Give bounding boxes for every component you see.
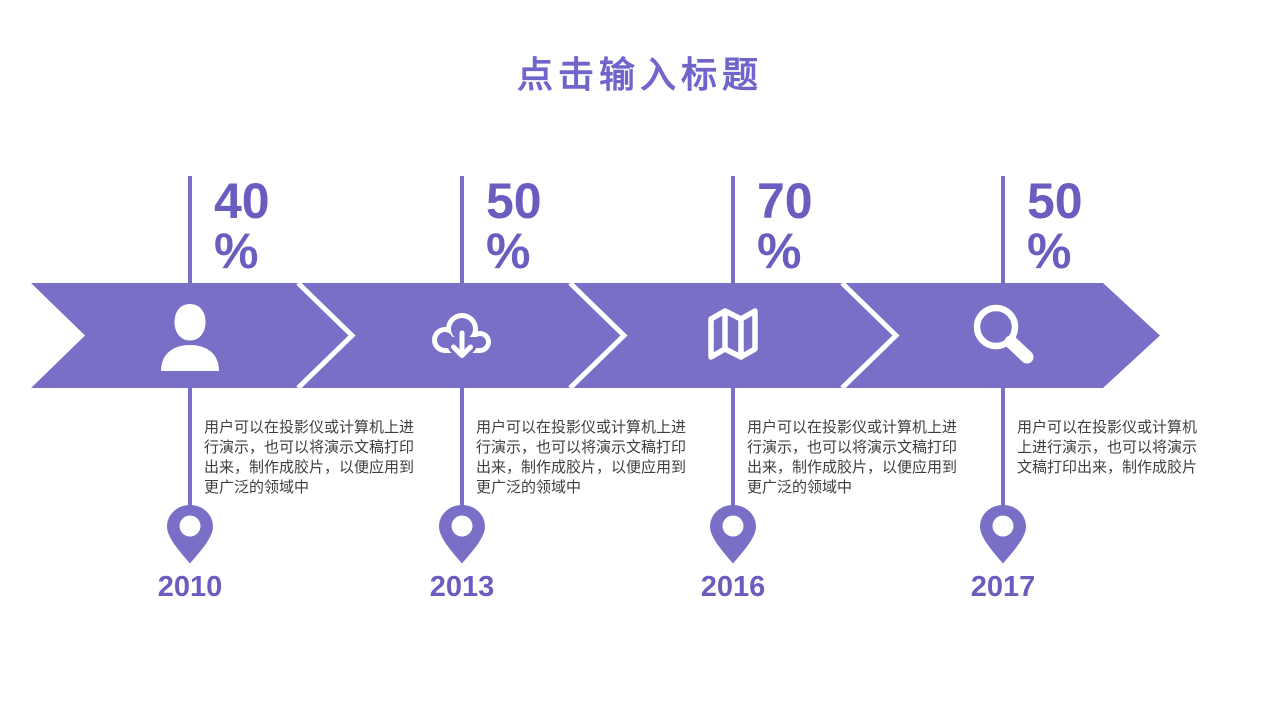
connector-line	[188, 388, 192, 510]
connector-line	[460, 388, 464, 510]
percent-unit: %	[757, 223, 802, 279]
search-icon	[973, 304, 1034, 364]
connector-line	[731, 388, 735, 510]
location-pin-icon	[710, 505, 756, 564]
connector-line	[460, 176, 464, 283]
connector-line	[1001, 176, 1005, 283]
user-icon	[161, 304, 219, 371]
percent-label: 50 %	[1027, 176, 1083, 276]
timeline-arrow-band	[31, 283, 1160, 388]
percent-value: 40	[214, 173, 270, 229]
percent-value: 50	[486, 173, 542, 229]
percent-unit: %	[486, 223, 531, 279]
cloud-download-icon	[432, 313, 491, 361]
milestone-description: 用户可以在投影仪或计算机上进行演示，也可以将演示文稿打印出来，制作成胶片，以便应…	[204, 419, 415, 496]
milestone-year: 2016	[700, 571, 766, 603]
page-title[interactable]: 点击输入标题	[516, 55, 763, 95]
chevron-separator-icon	[296, 283, 356, 388]
milestone-year: 2013	[429, 571, 495, 603]
connector-line	[188, 176, 192, 283]
percent-label: 50 %	[486, 176, 542, 276]
location-pin-icon	[167, 505, 213, 564]
location-pin-icon	[439, 505, 485, 564]
milestone-description: 用户可以在投影仪或计算机上进行演示，也可以将演示文稿打印出来，制作成胶片	[1017, 419, 1198, 476]
chevron-separator-icon	[840, 283, 900, 388]
arrow-band-shape	[31, 283, 1160, 388]
percent-value: 50	[1027, 173, 1083, 229]
percent-value: 70	[757, 173, 813, 229]
percent-unit: %	[1027, 223, 1072, 279]
percent-label: 40 %	[214, 176, 270, 276]
percent-label: 70 %	[757, 176, 813, 276]
connector-line	[1001, 388, 1005, 510]
connector-line	[731, 176, 735, 283]
map-icon	[708, 308, 758, 360]
milestone-description: 用户可以在投影仪或计算机上进行演示，也可以将演示文稿打印出来，制作成胶片，以便应…	[476, 419, 687, 496]
location-pin-icon	[980, 505, 1026, 564]
milestone-year: 2010	[157, 571, 223, 603]
milestone-year: 2017	[970, 571, 1036, 603]
chevron-separator-icon	[568, 283, 628, 388]
percent-unit: %	[214, 223, 259, 279]
milestone-description: 用户可以在投影仪或计算机上进行演示，也可以将演示文稿打印出来，制作成胶片，以便应…	[747, 419, 958, 496]
